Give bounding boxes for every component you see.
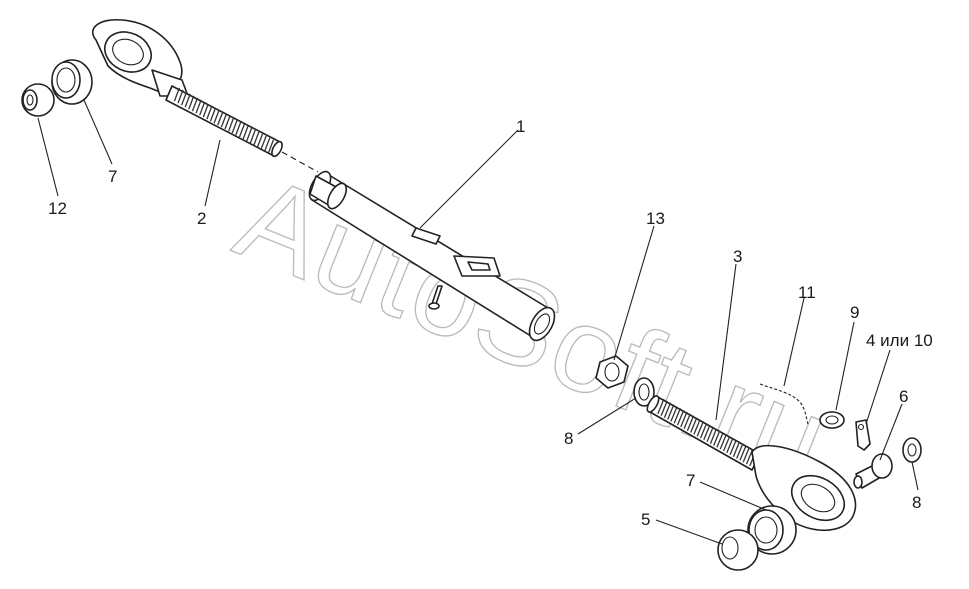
washer-9: [819, 411, 845, 429]
washer-8-right: [902, 437, 922, 463]
callout-1: 1: [516, 117, 525, 136]
callout-13: 13: [646, 209, 665, 228]
callout-4-or-10: 4 или 10: [866, 331, 933, 350]
pin-6: [853, 453, 893, 489]
ball-joint-12: [21, 83, 55, 117]
callout-6: 6: [899, 387, 908, 406]
left-threaded-rod: [91, 18, 319, 173]
callout-7-left: 7: [108, 167, 117, 186]
callout-8-right: 8: [912, 493, 921, 512]
callout-2: 2: [197, 209, 206, 228]
cotter-pin-4-or-10: [855, 419, 871, 451]
callout-7-right: 7: [686, 471, 695, 490]
left-rod-thread: [173, 87, 275, 154]
callout-8-center: 8: [564, 429, 573, 448]
bushing-7-right: [747, 505, 797, 555]
chain-11: [759, 383, 809, 425]
nut-13: [595, 355, 629, 389]
callout-12: 12: [48, 199, 67, 218]
bushing-7-left: [51, 59, 93, 105]
callout-labels: 1 2 3 13 11 9 4 или 10 6 8 8 7 5 7 12: [48, 117, 933, 529]
ball-joint-5: [717, 529, 759, 571]
callout-11: 11: [798, 283, 816, 302]
callout-3: 3: [733, 247, 742, 266]
leader-lines: [37, 99, 919, 545]
callout-9: 9: [850, 303, 859, 322]
callout-5: 5: [641, 510, 650, 529]
washer-8-center: [633, 377, 655, 407]
adjusting-tube: [308, 170, 556, 342]
